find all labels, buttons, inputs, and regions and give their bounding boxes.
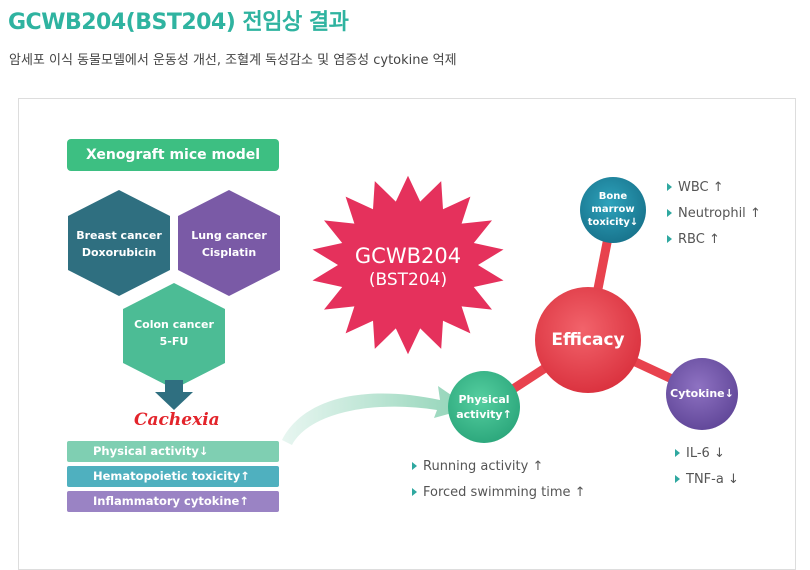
bar-physical-activity: Physical activity↓ bbox=[67, 441, 279, 462]
bullet-icon bbox=[667, 209, 672, 217]
arrow-down-icon: ↓ bbox=[724, 387, 734, 400]
hexagon-line: Breast cancer bbox=[76, 229, 162, 242]
arrow-down-icon: ↓ bbox=[727, 471, 739, 487]
list-item: IL-6 ↓ bbox=[675, 440, 739, 466]
hexagon-line: Colon cancer bbox=[134, 318, 214, 331]
hexagon-line: Lung cancer bbox=[191, 229, 267, 242]
efficacy-circle bbox=[535, 287, 641, 393]
list-label: TNF-a bbox=[686, 471, 724, 487]
drug-code: (BST204) bbox=[368, 270, 448, 290]
list-label: Running activity bbox=[423, 458, 529, 474]
physical-line: activity bbox=[456, 408, 503, 421]
list-item: TNF-a ↓ bbox=[675, 466, 739, 492]
bone-line: marrow bbox=[591, 204, 635, 215]
gcwb204-starburst bbox=[312, 175, 504, 355]
list-label: Neutrophil bbox=[678, 205, 746, 221]
hexagon-breast-cancer bbox=[68, 190, 170, 296]
bar-label: Inflammatory cytokine bbox=[93, 494, 240, 508]
page-subtitle: 암세포 이식 동물모델에서 운동성 개선, 조혈계 독성감소 및 염증성 cyt… bbox=[9, 53, 457, 68]
arrow-down-icon: ↓ bbox=[713, 445, 725, 461]
cytokine-label: Cytokine↓ bbox=[666, 386, 738, 402]
cytokine-list: IL-6 ↓ TNF-a ↓ bbox=[675, 440, 739, 492]
hexagon-colon-cancer bbox=[123, 283, 225, 389]
arrow-up-icon: ↑ bbox=[749, 205, 761, 221]
arrow-up-icon: ↑ bbox=[712, 179, 724, 195]
diagram-graphics bbox=[68, 175, 738, 511]
activity-list: Running activity ↑ Forced swimming time … bbox=[412, 453, 586, 505]
arrow-up-icon: ↑ bbox=[240, 469, 250, 483]
hexagon-breast-label: Breast cancer Doxorubicin bbox=[68, 227, 170, 261]
bar-hematopoietic-toxicity: Hematopoietic toxicity↑ bbox=[67, 466, 279, 487]
gcwb204-label: GCWB204 (BST204) bbox=[330, 243, 486, 291]
bullet-icon bbox=[667, 235, 672, 243]
bullet-icon bbox=[675, 449, 680, 457]
arrow-down-icon: ↓ bbox=[198, 444, 209, 458]
hexagon-lung-cancer bbox=[178, 190, 280, 296]
arrow-up-icon: ↑ bbox=[532, 458, 544, 474]
list-label: Forced swimming time bbox=[423, 484, 571, 500]
physical-activity-circle bbox=[448, 371, 520, 443]
bullet-icon bbox=[412, 488, 417, 496]
hexagon-line: Doxorubicin bbox=[81, 246, 157, 259]
cytokine-text: Cytokine bbox=[670, 387, 725, 400]
arrow-up-icon: ↑ bbox=[708, 231, 720, 247]
bullet-icon bbox=[412, 462, 417, 470]
bone-line: toxicity bbox=[587, 217, 630, 228]
list-label: WBC bbox=[678, 179, 709, 195]
blood-list: WBC ↑ Neutrophil ↑ RBC ↑ bbox=[667, 174, 761, 252]
physical-line: Physical bbox=[458, 393, 510, 406]
hexagon-lung-label: Lung cancer Cisplatin bbox=[178, 227, 280, 261]
efficacy-label: Efficacy bbox=[551, 330, 625, 350]
bar-label: Hematopoietic toxicity bbox=[93, 469, 241, 483]
list-item: RBC ↑ bbox=[667, 226, 761, 252]
page-title: GCWB204(BST204) 전임상 결과 bbox=[8, 10, 349, 35]
physical-activity-label: Physical activity↑ bbox=[448, 392, 520, 422]
arrow-down-icon: ↓ bbox=[629, 217, 639, 228]
bone-line: Bone bbox=[598, 191, 628, 202]
bullet-icon bbox=[667, 183, 672, 191]
bone-marrow-circle bbox=[580, 177, 646, 243]
bullet-icon bbox=[675, 475, 680, 483]
hexagon-line: Cisplatin bbox=[201, 246, 257, 259]
list-label: RBC bbox=[678, 231, 705, 247]
bar-label: Physical activity bbox=[93, 444, 199, 458]
hexagon-colon-label: Colon cancer 5-FU bbox=[123, 316, 225, 350]
bone-marrow-label: Bone marrow toxicity↓ bbox=[580, 190, 646, 229]
arrow-up-icon: ↑ bbox=[239, 494, 249, 508]
bar-inflammatory-cytokine: Inflammatory cytokine↑ bbox=[67, 491, 279, 512]
cachexia-label: Cachexia bbox=[134, 410, 220, 430]
list-label: IL-6 bbox=[686, 445, 710, 461]
curved-arrow-icon bbox=[282, 386, 470, 445]
cytokine-circle bbox=[666, 358, 738, 430]
drug-name: GCWB204 bbox=[354, 244, 462, 268]
list-item: WBC ↑ bbox=[667, 174, 761, 200]
hexagon-line: 5-FU bbox=[159, 335, 189, 348]
list-item: Running activity ↑ bbox=[412, 453, 586, 479]
down-arrow-icon bbox=[155, 380, 193, 410]
list-item: Forced swimming time ↑ bbox=[412, 479, 586, 505]
arrow-up-icon: ↑ bbox=[574, 484, 586, 500]
xenograft-label: Xenograft mice model bbox=[67, 139, 279, 171]
list-item: Neutrophil ↑ bbox=[667, 200, 761, 226]
arrow-up-icon: ↑ bbox=[502, 408, 512, 421]
